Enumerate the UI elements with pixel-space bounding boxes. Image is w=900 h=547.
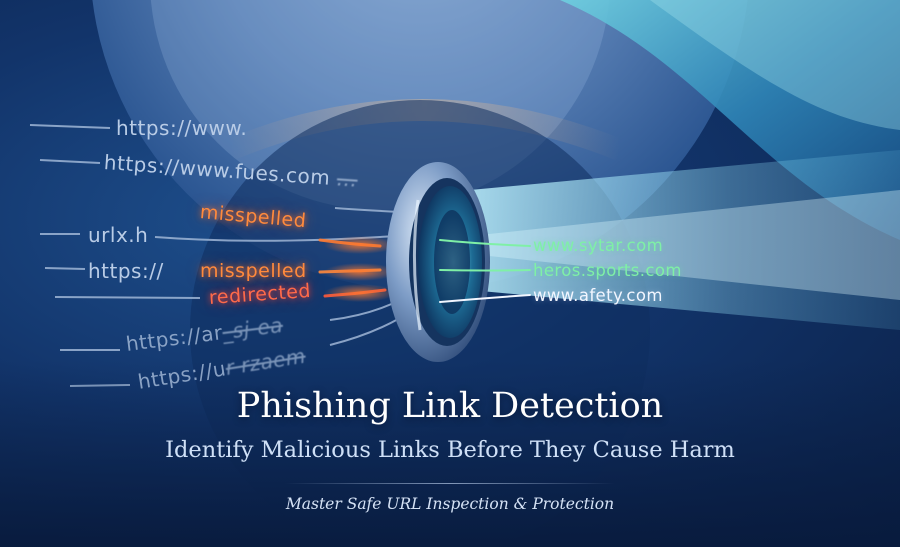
safe-url: www.afety.com	[533, 286, 663, 305]
incoming-url-text: urlx.h	[88, 223, 149, 247]
incoming-url: https://www.	[116, 116, 247, 140]
incoming-url: urlx.h	[88, 223, 148, 247]
safe-stream-lines	[439, 239, 531, 303]
incoming-url-text: https://www.	[116, 116, 248, 140]
incoming-url-text: https://	[88, 259, 164, 283]
incoming-stream-lines	[29, 124, 401, 387]
lens-filter	[386, 162, 490, 362]
page-title: Phishing Link Detection	[236, 386, 664, 426]
safe-url: heros.sports.com	[533, 261, 682, 280]
threat-tag-misspelled: misspelled	[200, 260, 307, 282]
safe-url: www.sytar.com	[533, 236, 664, 255]
divider	[285, 483, 615, 484]
page-subtitle: Identify Malicious Links Before They Cau…	[165, 437, 735, 463]
incoming-url: https://	[88, 259, 164, 283]
obfuscated-url-fragment: ...	[336, 166, 359, 192]
tagline: Master Safe URL Inspection & Protection	[285, 495, 615, 513]
